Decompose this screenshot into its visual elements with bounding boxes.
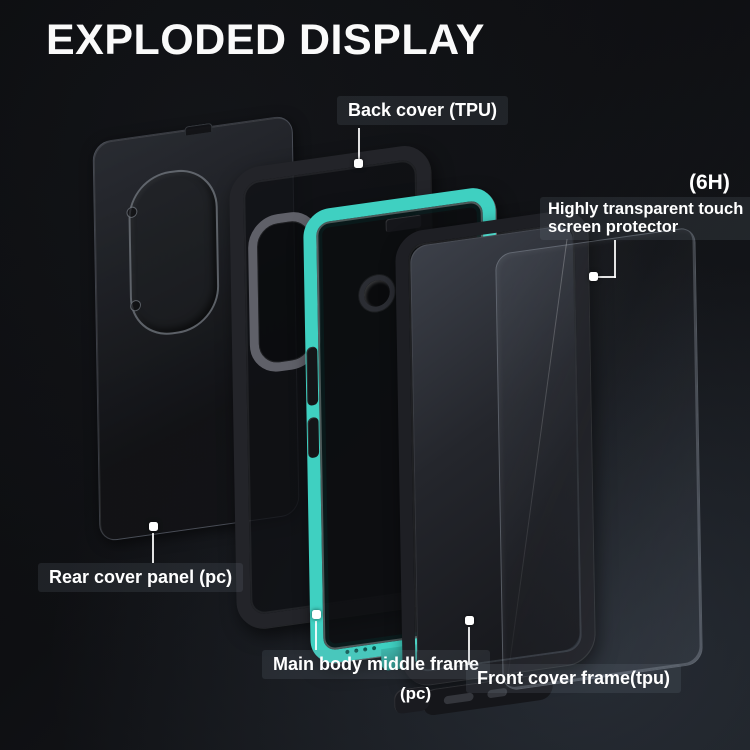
side-button [306, 346, 319, 407]
callout-dot [312, 610, 321, 619]
callout-line [614, 240, 616, 278]
label-screen-protector: Highly transparent touch screen protecto… [540, 197, 750, 240]
label-rear-cover: Rear cover panel (pc) [38, 563, 244, 592]
panel-notch [184, 122, 213, 136]
label-front-cover: Front cover frame(tpu) [466, 664, 682, 693]
label-hardness: (6H) [689, 171, 730, 194]
label-back-cover: Back cover (TPU) [337, 96, 509, 125]
camera-cutout-outline [126, 164, 220, 341]
side-button [307, 416, 320, 459]
callout-dot [589, 272, 598, 281]
screen-protector [495, 226, 703, 692]
callout-dot [354, 159, 363, 168]
callout-line [358, 128, 360, 160]
page-title: EXPLODED DISPLAY [46, 16, 485, 64]
callout-dot [465, 616, 474, 625]
callout-line [468, 627, 470, 665]
callout-dot [149, 522, 158, 531]
camera-lens [358, 272, 396, 314]
screw-hole [126, 205, 138, 219]
top-clasp [385, 214, 422, 233]
callout-line [152, 533, 154, 563]
label-main-body: Main body middle frame [262, 650, 491, 679]
label-main-body-material: (pc) [400, 684, 432, 703]
screw-hole [130, 299, 142, 312]
callout-line [315, 621, 317, 650]
callout-line [597, 276, 616, 278]
